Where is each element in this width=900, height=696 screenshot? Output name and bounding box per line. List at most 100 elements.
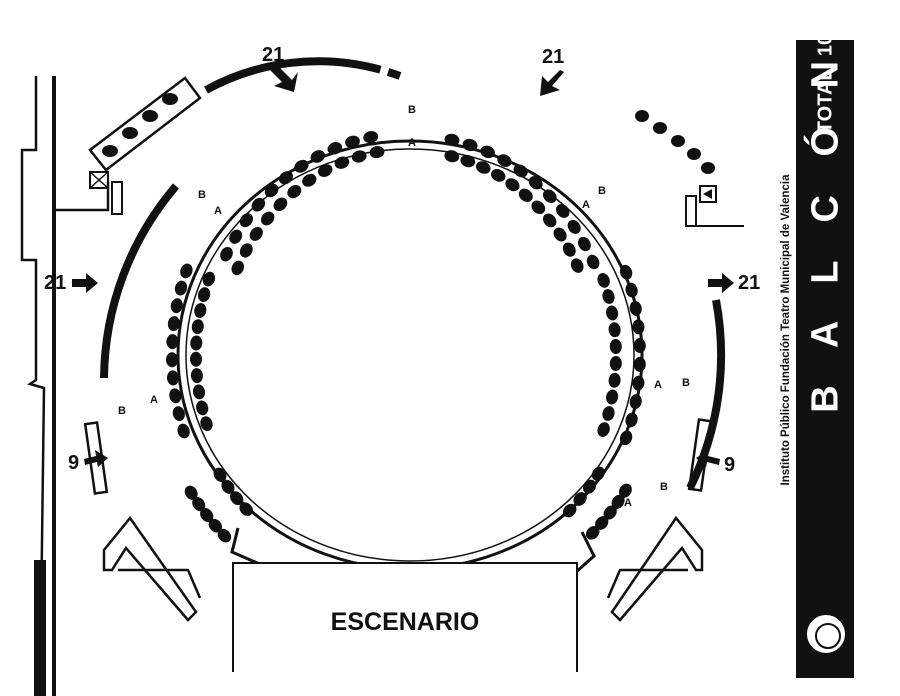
seat[interactable] — [165, 352, 179, 368]
seat[interactable] — [206, 516, 225, 535]
seat[interactable] — [215, 526, 234, 545]
seat[interactable] — [589, 464, 607, 483]
seat[interactable] — [271, 195, 290, 214]
seat[interactable] — [624, 281, 640, 299]
seat[interactable] — [553, 201, 572, 220]
seat[interactable] — [516, 186, 535, 205]
seat[interactable] — [189, 495, 207, 514]
seat[interactable] — [237, 211, 256, 230]
seat[interactable] — [609, 339, 623, 354]
seat[interactable] — [461, 137, 479, 153]
seat[interactable] — [237, 241, 255, 260]
seat[interactable] — [633, 356, 647, 372]
seat[interactable] — [592, 513, 611, 532]
seat[interactable] — [292, 157, 311, 175]
seat[interactable] — [495, 152, 514, 170]
seat[interactable] — [489, 167, 508, 185]
seat[interactable] — [171, 405, 186, 422]
seat[interactable] — [551, 225, 570, 244]
seat[interactable] — [198, 415, 214, 433]
seat[interactable] — [190, 368, 203, 384]
seat[interactable] — [560, 240, 578, 259]
seat[interactable] — [478, 143, 496, 160]
seat[interactable] — [192, 384, 206, 401]
seat[interactable] — [601, 405, 617, 423]
seat[interactable] — [608, 372, 622, 388]
seat[interactable] — [333, 154, 351, 171]
seat[interactable] — [618, 263, 634, 281]
seat[interactable] — [173, 279, 189, 297]
seat[interactable] — [169, 297, 184, 314]
seat[interactable] — [569, 256, 586, 275]
seat[interactable] — [474, 159, 493, 176]
seat[interactable] — [308, 148, 327, 165]
seat[interactable] — [229, 259, 246, 278]
seat[interactable] — [595, 271, 611, 289]
seat[interactable] — [633, 338, 647, 354]
seat[interactable] — [178, 262, 194, 280]
seat[interactable] — [166, 370, 180, 386]
seat[interactable] — [167, 315, 181, 332]
seat[interactable] — [190, 335, 203, 351]
seat[interactable] — [571, 489, 590, 508]
seat[interactable] — [609, 492, 627, 511]
seat[interactable] — [197, 505, 216, 524]
seat[interactable] — [168, 387, 182, 404]
seat[interactable] — [618, 429, 634, 447]
seat[interactable] — [227, 227, 245, 246]
seat[interactable] — [601, 288, 617, 306]
seat[interactable] — [300, 171, 319, 189]
seat[interactable] — [583, 523, 602, 542]
seat[interactable] — [218, 245, 236, 264]
seat[interactable] — [316, 162, 335, 179]
seat[interactable] — [503, 176, 522, 194]
seat[interactable] — [608, 322, 622, 338]
seat[interactable] — [624, 411, 640, 429]
seat[interactable] — [443, 149, 460, 164]
seat[interactable] — [540, 187, 559, 206]
seat[interactable] — [344, 134, 362, 150]
seat[interactable] — [580, 477, 599, 496]
seat[interactable] — [166, 334, 179, 350]
seat[interactable] — [285, 182, 304, 201]
seat[interactable] — [249, 195, 268, 214]
seat[interactable] — [362, 130, 379, 145]
seat[interactable] — [237, 500, 256, 519]
seat[interactable] — [219, 477, 237, 496]
seat[interactable] — [584, 253, 601, 272]
seat[interactable] — [443, 132, 460, 147]
seat[interactable] — [632, 319, 646, 335]
seat[interactable] — [227, 489, 246, 508]
seat[interactable] — [276, 168, 295, 187]
seat[interactable] — [565, 217, 583, 236]
seat[interactable] — [193, 302, 208, 319]
seat[interactable] — [540, 211, 559, 230]
seat[interactable] — [609, 356, 623, 371]
seat[interactable] — [632, 375, 646, 391]
seat[interactable] — [601, 503, 620, 522]
seat[interactable] — [195, 399, 210, 416]
seat[interactable] — [201, 270, 217, 288]
seat[interactable] — [575, 234, 593, 253]
seat[interactable] — [628, 393, 643, 410]
seat[interactable] — [616, 481, 634, 500]
seat[interactable] — [369, 145, 386, 159]
seat[interactable] — [511, 162, 530, 180]
seat[interactable] — [196, 286, 212, 304]
seat[interactable] — [605, 388, 620, 405]
seat[interactable] — [326, 140, 344, 157]
seat[interactable] — [191, 318, 205, 335]
seat[interactable] — [459, 153, 477, 169]
seat[interactable] — [350, 149, 368, 165]
seat[interactable] — [258, 209, 277, 228]
seat[interactable] — [211, 465, 229, 484]
seat[interactable] — [526, 173, 545, 192]
seat[interactable] — [176, 422, 192, 440]
seat[interactable] — [595, 421, 611, 439]
seat[interactable] — [529, 198, 548, 217]
seat[interactable] — [247, 224, 266, 243]
seat[interactable] — [605, 304, 620, 321]
seat[interactable] — [189, 351, 203, 367]
seat[interactable] — [628, 300, 643, 317]
seat[interactable] — [182, 483, 200, 502]
